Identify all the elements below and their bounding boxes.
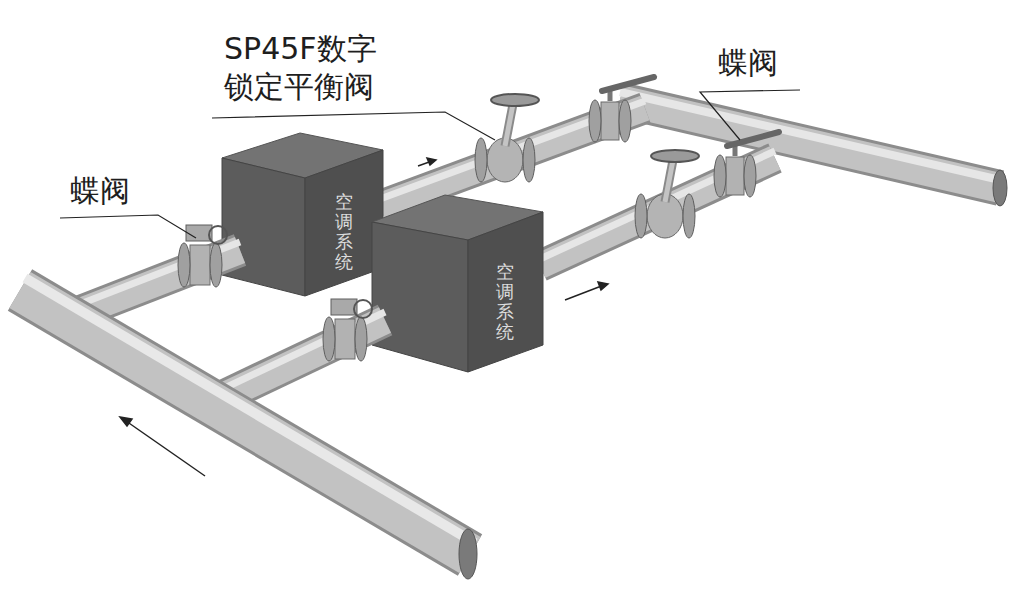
callout-label: 蝶阀 [718, 44, 778, 82]
flow-arrow [120, 158, 608, 476]
air-conditioning-unit [222, 158, 305, 296]
return-header [20, 290, 470, 555]
unit-label-face: 空调系统 [470, 238, 540, 366]
air-conditioning-unit [372, 222, 468, 372]
return-header [459, 529, 477, 579]
air-conditioning-unit [468, 212, 543, 372]
supply-header [620, 100, 1000, 188]
air-conditioning-unit [372, 195, 543, 372]
unit-name: 空调系统 [496, 262, 514, 341]
butterfly-valve [323, 299, 372, 361]
unit-label-face: 空调系统 [308, 176, 380, 288]
balancing-valve [635, 150, 699, 238]
flow-arrow [120, 417, 132, 426]
flow-arrow [427, 158, 436, 165]
supply-header [620, 92, 1000, 180]
leader-line [60, 90, 800, 238]
flow-arrow [565, 285, 604, 300]
leader-line [212, 112, 495, 140]
butterfly-valve [589, 77, 654, 142]
return-header [20, 278, 477, 579]
leader-line [700, 90, 800, 140]
air-conditioning-unit [222, 133, 383, 296]
flow-arrow [598, 282, 608, 290]
unit-name: 空调系统 [335, 192, 353, 271]
flow-arrow [126, 421, 205, 476]
butterfly-valve [714, 132, 779, 197]
return-header [20, 290, 470, 555]
callout-label: 蝶阀 [70, 172, 130, 210]
balancing-valve [475, 94, 539, 182]
return-header [25, 278, 475, 543]
supply-header [993, 170, 1007, 206]
butterfly-valve [178, 225, 227, 287]
air-conditioning-unit [305, 150, 383, 296]
leader-line [60, 215, 196, 238]
callout-label: SP45F数字 锁定平衡阀 [224, 30, 404, 105]
supply-header [620, 100, 1000, 188]
